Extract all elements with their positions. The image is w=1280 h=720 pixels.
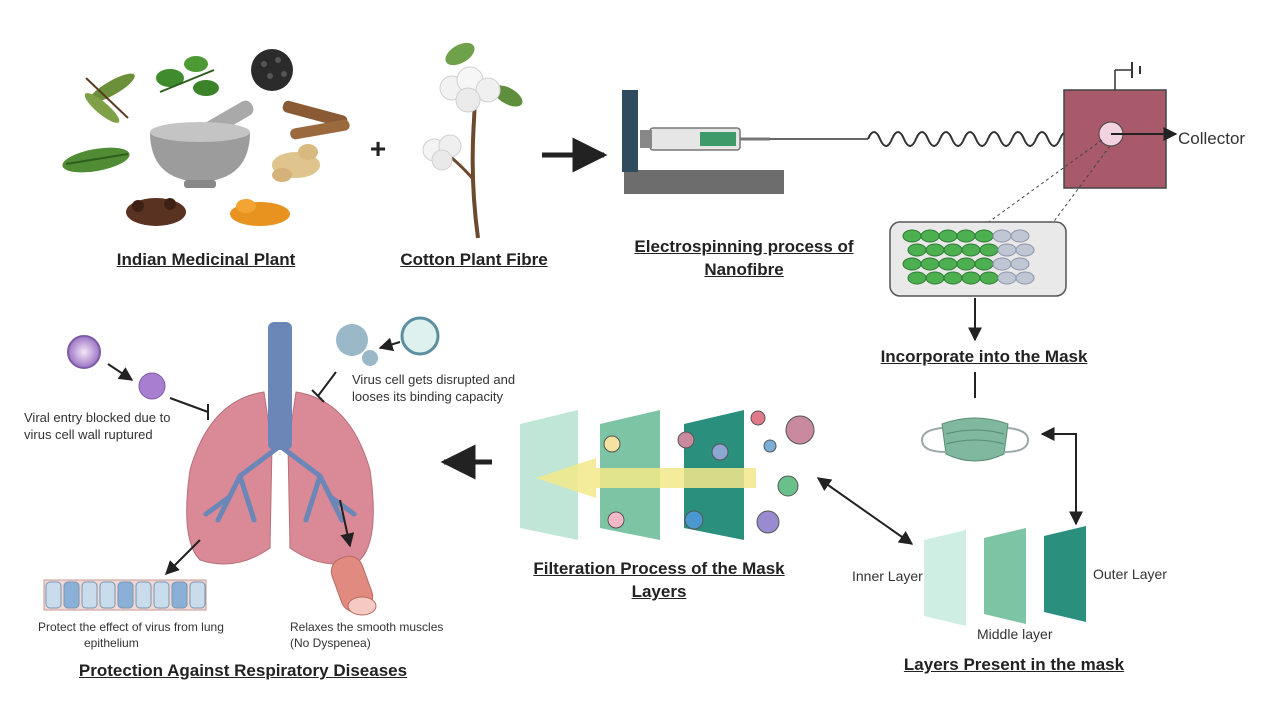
virus-particle	[684, 510, 704, 530]
collector-label: Collector	[1178, 129, 1246, 148]
cotton-plant-fibre-label: Cotton Plant Fibre	[400, 250, 548, 269]
filteration-label-line1: Filteration Process of the Mask	[533, 559, 785, 578]
electrospinning-label-line2: Nanofibre	[704, 260, 784, 279]
outer-layer-panel	[1044, 526, 1086, 622]
epithelial-cell	[45, 581, 62, 609]
electrospinning-label-line1: Electrospinning process of	[634, 237, 854, 256]
black-seeds-icon	[251, 49, 293, 91]
eucalyptus-leaf-icon	[84, 73, 135, 123]
middle-layer-label: Middle layer	[977, 626, 1053, 642]
inhibit-binding	[311, 371, 337, 403]
virus-particle	[750, 410, 766, 426]
inner-layer-panel	[924, 530, 966, 626]
fiber-cell	[1015, 243, 1035, 257]
tulsi-leaf-icon	[156, 56, 219, 96]
arrow-virus-entry	[107, 363, 134, 381]
layers-present-label: Layers Present in the mask	[903, 655, 1125, 674]
virus-particle	[607, 511, 625, 529]
inner-layer-label: Inner Layer	[852, 568, 923, 584]
neem-leaf-icon	[62, 147, 130, 173]
viral-entry-note-line1: Viral entry blocked due to	[24, 410, 171, 425]
virus-particle	[677, 431, 695, 449]
relaxes-note-line1: Relaxes the smooth muscles	[290, 620, 444, 634]
epithelial-cell	[117, 581, 134, 609]
protect-note-line1: Protect the effect of virus from lung	[38, 620, 224, 634]
arrow-filtration-to-layers	[816, 477, 914, 545]
arrow-to-muscle	[339, 499, 355, 548]
virus-particle	[711, 443, 729, 461]
clove-icon	[126, 198, 186, 226]
virus-particle	[756, 510, 780, 534]
electrospinning-apparatus	[622, 62, 1178, 225]
fiber-cell	[1010, 257, 1030, 271]
virus-particle	[777, 475, 799, 497]
virus-particle	[763, 439, 777, 453]
middle-layer-panel	[984, 528, 1026, 624]
ginger-icon	[272, 144, 320, 182]
epithelial-cell	[63, 581, 80, 609]
epithelial-cell	[153, 581, 170, 609]
lungs-icon	[186, 322, 374, 565]
indian-medicinal-plant-label: Indian Medicinal Plant	[116, 250, 296, 269]
virus-icon	[67, 316, 440, 400]
turmeric-icon	[230, 199, 290, 226]
epithelial-cell	[171, 581, 188, 609]
nanofibre-spiral	[867, 131, 1073, 147]
outer-layer-label: Outer Layer	[1093, 566, 1167, 582]
fiber-cell	[1010, 229, 1030, 243]
fiber-cell	[1015, 271, 1035, 285]
epithelial-cell	[189, 581, 206, 609]
cotton-plant-icon	[422, 42, 523, 239]
filteration-label-line2: Layers	[631, 582, 687, 601]
lung-epithelium-icon	[43, 579, 207, 611]
medicinal-plants-illustration	[62, 49, 350, 226]
arrow-mask-to-layers	[1040, 427, 1083, 526]
protect-note-line2: epithelium	[84, 636, 139, 650]
nanofibre-closeup	[889, 221, 1067, 297]
viral-entry-note-line2: virus cell wall ruptured	[24, 427, 153, 442]
epithelial-cell	[135, 581, 152, 609]
filter-flow-arrow	[536, 458, 756, 498]
arrow-virus-disrupt	[378, 337, 401, 352]
virus-disrupted-note-line1: Virus cell gets disrupted and	[352, 372, 516, 387]
mortar-pestle-icon	[150, 100, 254, 188]
relaxes-note-line2: (No Dyspenea)	[290, 636, 371, 650]
virus-particle	[785, 415, 815, 445]
syringe-icon	[640, 127, 770, 151]
arrow-to-epithelium	[165, 539, 201, 575]
virus-disrupted-note-line2: looses its binding capacity	[352, 389, 504, 404]
collector-box	[1063, 62, 1167, 189]
plus-sign: +	[370, 133, 386, 164]
protection-label: Protection Against Respiratory Diseases	[78, 661, 408, 680]
face-mask-icon	[920, 417, 1030, 462]
mask-layers	[924, 526, 1086, 626]
licorice-root-icon	[282, 100, 350, 140]
incorporate-into-mask-label: Incorporate into the Mask	[880, 347, 1088, 366]
smooth-muscle-icon	[330, 555, 377, 616]
virus-particle	[603, 435, 621, 453]
inhibit-viral-entry	[169, 397, 209, 420]
filtration-illustration	[520, 410, 815, 540]
epithelial-cell	[99, 581, 116, 609]
epithelial-cell	[81, 581, 98, 609]
